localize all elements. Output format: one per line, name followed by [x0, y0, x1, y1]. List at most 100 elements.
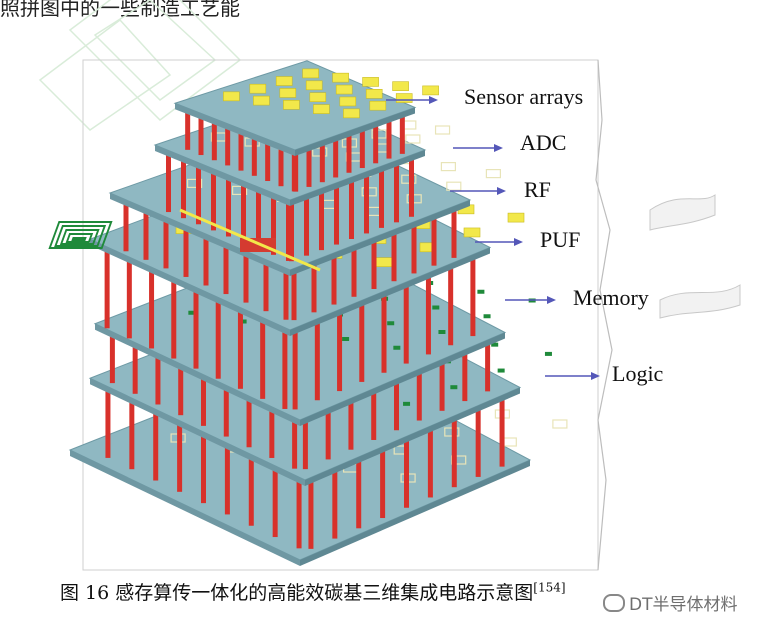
- circuit-block: [371, 129, 387, 139]
- pillar: [359, 124, 365, 169]
- pillar: [278, 142, 284, 187]
- memory-cell: [387, 321, 395, 326]
- label-sensor-arrays: Sensor arrays: [464, 84, 584, 109]
- sensor-chip: [223, 91, 240, 102]
- circuit-block: [187, 178, 203, 188]
- pillar: [238, 126, 244, 171]
- plate-edge: [295, 107, 415, 156]
- sensor-chip: [302, 68, 319, 79]
- label-logic: Logic: [612, 361, 664, 386]
- pillar: [123, 197, 129, 252]
- pillar: [306, 142, 312, 187]
- sensor-chip: [283, 100, 300, 110]
- wechat-icon: [603, 594, 625, 612]
- sensor-chip: [305, 80, 323, 91]
- pillar: [349, 175, 354, 239]
- pillar: [237, 304, 243, 389]
- arrowhead-0: [429, 96, 438, 104]
- label-puf: PUF: [540, 227, 581, 252]
- pillar: [359, 297, 365, 382]
- pillar: [201, 371, 206, 426]
- pillar: [292, 414, 298, 469]
- pillar: [431, 211, 437, 266]
- sensor-chip: [375, 257, 393, 267]
- pillar: [272, 463, 278, 538]
- watermark: DT半导体材料: [603, 590, 737, 615]
- arrowhead-5: [591, 372, 600, 380]
- plate-edge: [305, 387, 520, 486]
- pillar: [302, 415, 308, 470]
- plate-edge: [300, 332, 505, 426]
- sensor-chip: [332, 72, 349, 83]
- memory-cell: [239, 319, 247, 324]
- pillar: [404, 433, 409, 508]
- circuit-block: [312, 147, 328, 157]
- torn-paper-edge: [595, 59, 613, 571]
- pillar: [105, 383, 111, 458]
- pillar: [289, 197, 294, 262]
- pillar: [379, 163, 384, 228]
- pillar: [271, 190, 276, 255]
- pillar: [260, 314, 266, 399]
- pillar: [153, 406, 159, 481]
- circuit-block: [232, 185, 248, 195]
- pillar: [356, 454, 362, 529]
- circuit-block: [406, 194, 422, 204]
- memory-cell: [497, 368, 505, 373]
- pillar: [226, 172, 231, 237]
- plate-edge: [290, 247, 490, 336]
- pillar: [211, 166, 216, 231]
- plate-edge: [90, 239, 290, 336]
- pillar: [394, 158, 399, 223]
- pillar: [269, 403, 275, 458]
- pillar: [364, 169, 369, 234]
- sensor-chip: [335, 84, 353, 95]
- sensor-chip: [362, 77, 379, 87]
- figure-caption: 图 16 感存算传一体化的高能效碳基三维集成电路示意图[154]: [60, 578, 566, 605]
- pillar: [243, 248, 249, 303]
- pillar: [337, 307, 343, 392]
- pillar: [241, 178, 246, 243]
- plate-edge: [155, 145, 290, 206]
- circuit-block: [405, 134, 421, 144]
- pillar: [427, 423, 433, 498]
- memory-cell: [491, 342, 499, 347]
- arrowhead-1: [494, 144, 503, 152]
- pillar: [293, 147, 299, 192]
- label-arrows: [386, 96, 600, 380]
- pillar: [308, 474, 314, 549]
- layer-sensor-arrays: [173, 60, 439, 192]
- pillar: [319, 186, 324, 251]
- plate-edge: [175, 103, 295, 156]
- sensor-chip: [507, 212, 525, 223]
- label-memory: Memory: [573, 285, 649, 310]
- coil-turn: [59, 229, 100, 245]
- circuit-block: [552, 419, 568, 429]
- sensor-chip: [369, 100, 387, 111]
- pillar: [246, 393, 252, 448]
- pillar: [183, 222, 189, 277]
- pillar: [399, 109, 405, 154]
- sensor-chip: [422, 85, 439, 96]
- pillar: [181, 154, 186, 219]
- sensor-chip: [279, 88, 297, 98]
- figure-frame: [82, 59, 599, 571]
- arrowhead-2: [497, 187, 506, 195]
- circuit-block: [434, 125, 451, 135]
- pillar: [256, 184, 261, 249]
- pillar: [263, 257, 269, 312]
- pillar: [104, 244, 110, 329]
- pillar: [286, 196, 291, 261]
- pillar: [499, 392, 505, 467]
- plate-edge: [290, 200, 470, 276]
- pillar: [196, 160, 201, 225]
- pillar: [348, 395, 354, 450]
- plate-edge: [70, 450, 300, 566]
- pillar: [333, 133, 339, 178]
- label-adc: ADC: [520, 130, 567, 155]
- coil-turn: [48, 221, 113, 249]
- pillar: [314, 316, 320, 401]
- pillar: [470, 252, 476, 337]
